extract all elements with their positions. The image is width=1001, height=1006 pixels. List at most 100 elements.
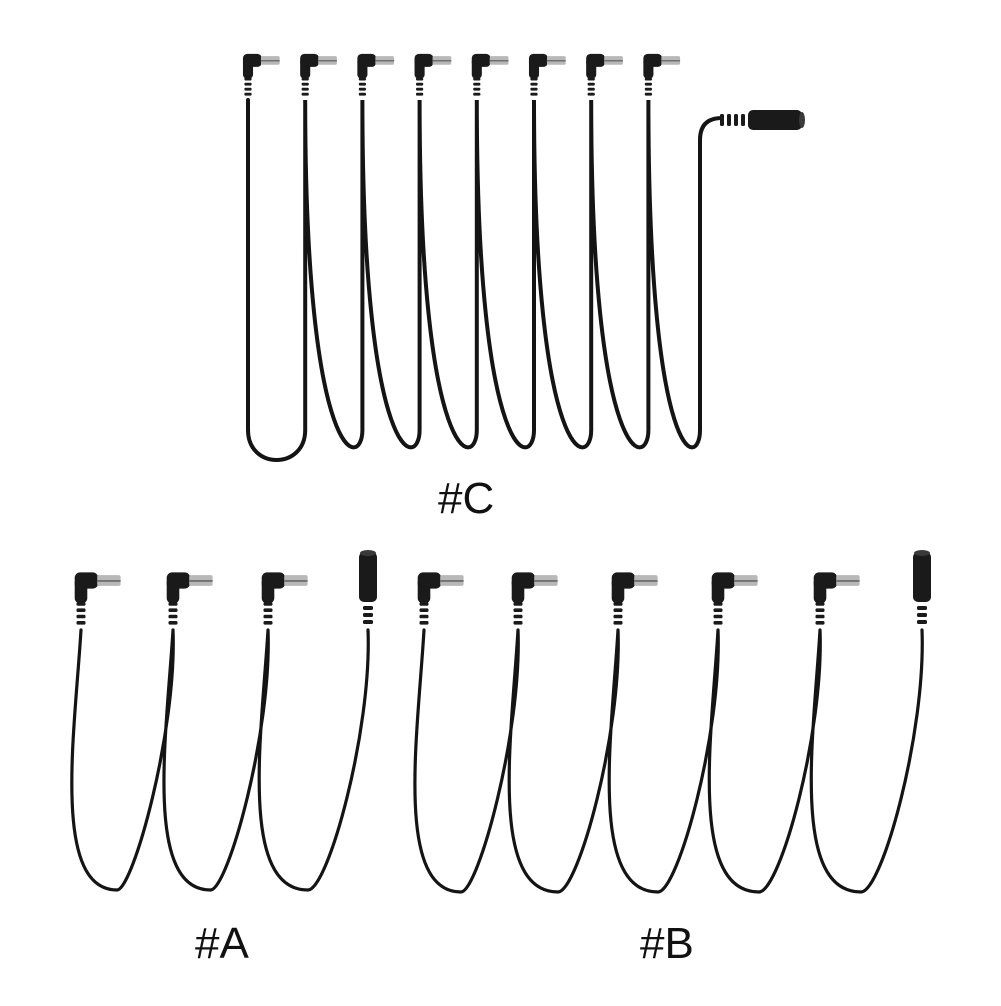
plug-tip-shade — [318, 60, 337, 62]
strain-relief-ridge — [76, 602, 86, 606]
right-angle-plug — [643, 53, 681, 96]
right-angle-plug — [166, 572, 213, 625]
strain-relief-ridge — [644, 87, 652, 91]
strain-relief-ridge — [363, 613, 373, 617]
plug-tip-shade — [489, 60, 509, 62]
female-jack — [359, 550, 377, 624]
strain-relief-ridge — [530, 92, 538, 96]
right-angle-plug — [357, 53, 395, 96]
strain-relief-ridge — [815, 602, 825, 606]
strain-relief-ridge — [713, 602, 723, 606]
plug-elbow — [511, 572, 536, 589]
right-angle-plug — [414, 53, 452, 96]
strain-relief-ridge — [168, 614, 178, 619]
plug-tip-shade — [661, 60, 681, 62]
label-c: #C — [438, 474, 495, 523]
strain-relief-ridge — [644, 77, 652, 81]
plug-tip-shade — [604, 60, 623, 62]
jack-body — [913, 552, 931, 602]
strain-relief-ridge — [473, 87, 481, 91]
jack-body — [359, 552, 377, 602]
strain-relief-ridge — [613, 614, 623, 619]
plug-elbow — [166, 572, 191, 589]
plug-tip-shade — [440, 580, 464, 582]
strain-relief-ridge — [76, 621, 86, 625]
plug-tip-shade — [734, 580, 758, 582]
plug-elbow — [261, 572, 286, 589]
strain-relief-ridge — [168, 621, 178, 625]
plug-tip-shade — [546, 60, 566, 62]
strain-relief-ridge — [244, 92, 252, 96]
strain-relief-ridge — [513, 614, 523, 619]
plug-tip-shade — [534, 580, 558, 582]
plug-tip-shade — [836, 580, 860, 582]
right-angle-plug — [417, 572, 464, 625]
strain-relief-ridge — [363, 606, 373, 610]
jack-opening — [799, 112, 805, 128]
strain-relief-ridge — [713, 614, 723, 619]
plug-elbow — [813, 572, 838, 589]
plug-elbow — [417, 572, 442, 589]
strain-relief-ridge — [263, 608, 273, 612]
strain-relief-ridge — [358, 77, 366, 81]
strain-relief-ridge — [358, 92, 366, 96]
strain-relief-ridge — [76, 608, 86, 612]
strain-relief-ridge — [720, 114, 724, 126]
label-b: #B — [640, 919, 694, 968]
right-angle-plug — [300, 53, 337, 96]
plug-elbow — [643, 53, 663, 67]
strain-relief-ridge — [917, 613, 927, 617]
plug-elbow — [586, 53, 605, 67]
cable-line — [70, 628, 370, 892]
strain-relief-ridge — [244, 77, 252, 81]
right-angle-plug — [471, 53, 509, 96]
female-jack — [720, 110, 805, 130]
strain-relief-ridge — [358, 87, 366, 91]
strain-relief-ridge — [644, 92, 652, 96]
strain-relief-ridge — [263, 602, 273, 606]
strain-relief-ridge — [613, 602, 623, 606]
right-angle-plug — [261, 572, 308, 625]
strain-relief-ridge — [513, 608, 523, 612]
strain-relief-ridge — [168, 608, 178, 612]
right-angle-plug — [511, 572, 558, 625]
strain-relief-ridge — [301, 77, 309, 81]
strain-relief-ridge — [713, 608, 723, 612]
strain-relief-ridge — [363, 620, 373, 624]
strain-relief-ridge — [416, 92, 424, 96]
strain-relief-ridge — [301, 87, 309, 91]
strain-relief-ridge — [815, 608, 825, 612]
strain-relief-ridge — [419, 614, 429, 619]
plug-tip-shade — [432, 60, 452, 62]
strain-relief-ridge — [358, 82, 366, 86]
right-angle-plug — [711, 572, 758, 625]
strain-relief-ridge — [244, 82, 252, 86]
strain-relief-ridge — [473, 92, 481, 96]
strain-relief-ridge — [244, 87, 252, 91]
strain-relief-ridge — [644, 82, 652, 86]
right-angle-plug — [242, 53, 280, 96]
strain-relief-ridge — [416, 77, 424, 81]
strain-relief-ridge — [76, 614, 86, 619]
strain-relief-ridge — [513, 621, 523, 625]
plug-elbow — [242, 53, 262, 67]
strain-relief-ridge — [419, 602, 429, 606]
daisy-chain-cable-c — [242, 53, 805, 462]
plug-elbow — [74, 572, 99, 589]
jack-body — [748, 110, 802, 130]
strain-relief-ridge — [587, 77, 595, 81]
right-angle-plug — [74, 572, 121, 625]
plug-tip-shade — [97, 580, 121, 582]
cable-line — [246, 98, 724, 462]
jack-opening — [914, 550, 930, 556]
strain-relief-ridge — [263, 621, 273, 625]
strain-relief-ridge — [613, 608, 623, 612]
plug-elbow — [528, 53, 548, 67]
plug-elbow — [357, 53, 377, 67]
strain-relief-ridge — [530, 77, 538, 81]
jack-opening — [360, 550, 376, 556]
strain-relief-ridge — [613, 621, 623, 625]
strain-relief-ridge — [513, 602, 523, 606]
